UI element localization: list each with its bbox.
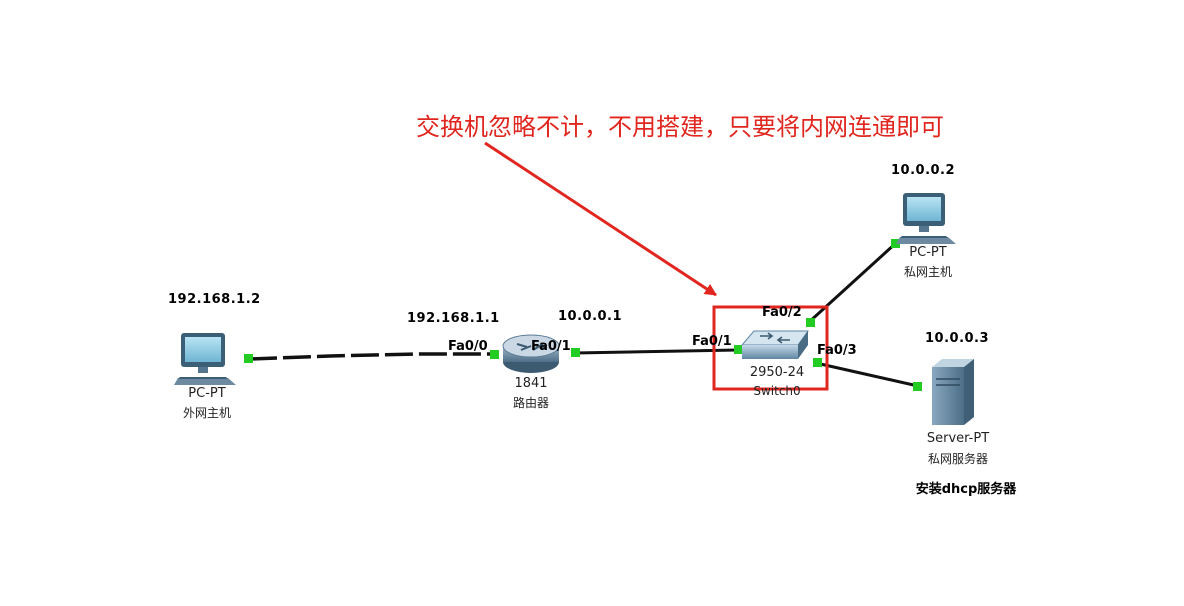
router-ip-left: 192.168.1.1 — [407, 311, 500, 326]
link-light — [571, 348, 580, 357]
pc-external-ip: 192.168.1.2 — [168, 292, 261, 307]
switch-highlight-box — [712, 305, 829, 391]
cable-pc-router[interactable] — [248, 352, 495, 361]
cable-switch-server[interactable] — [815, 361, 919, 388]
switch-name: Switch0 — [753, 384, 801, 398]
switch-icon[interactable] — [740, 330, 809, 359]
annotation-arrow — [484, 141, 717, 297]
switch-model: 2950-24 — [749, 365, 805, 380]
link-light — [244, 354, 253, 363]
pc-external-name: 外网主机 — [182, 406, 232, 420]
router-ip-right: 10.0.0.1 — [558, 309, 623, 324]
pc-private-name: 私网主机 — [903, 265, 953, 279]
pc-external-type: PC-PT — [188, 386, 226, 401]
cable-router-switch[interactable] — [574, 348, 739, 355]
link-light — [806, 318, 815, 327]
router-port-right: Fa0/1 — [531, 339, 571, 354]
link-light — [913, 382, 922, 391]
server-type: Server-PT — [926, 431, 990, 446]
link-light — [734, 345, 743, 354]
pc-private-ip: 10.0.0.2 — [891, 163, 956, 178]
server-ip: 10.0.0.3 — [925, 331, 990, 346]
router-model: 1841 — [514, 376, 548, 391]
router-name: 路由器 — [512, 396, 550, 410]
link-light — [490, 350, 499, 359]
router-icon[interactable] — [502, 334, 560, 373]
pc-private-type: PC-PT — [909, 245, 947, 260]
link-light — [813, 358, 822, 367]
server-icon[interactable] — [932, 359, 974, 425]
server-name: 私网服务器 — [927, 452, 989, 466]
cable-switch-pc[interactable] — [806, 241, 898, 325]
link-light — [891, 239, 900, 248]
router-port-left: Fa0/0 — [448, 339, 488, 354]
annotation-text: 交换机忽略不计，不用搭建，只要将内网连通即可 — [416, 113, 944, 141]
pc-icon[interactable] — [896, 193, 956, 244]
switch-port-right: Fa0/3 — [817, 343, 857, 358]
pc-icon[interactable] — [174, 333, 236, 385]
switch-port-top: Fa0/2 — [762, 305, 802, 320]
server-note: 安装dhcp服务器 — [915, 482, 1017, 497]
switch-port-left: Fa0/1 — [692, 334, 732, 349]
